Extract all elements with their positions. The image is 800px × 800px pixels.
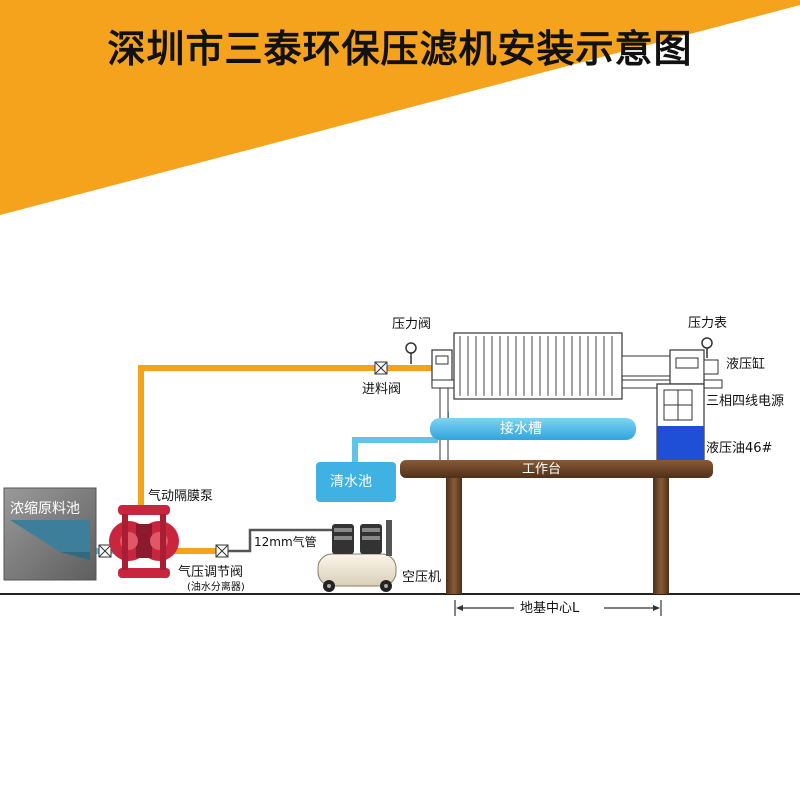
concentrated-tank — [3, 487, 97, 581]
air-pipe-label: 12mm气管 — [254, 535, 317, 549]
water-trough-label: 接水槽 — [500, 421, 542, 437]
foundation-center-label: 地基中心L — [520, 601, 580, 616]
workbench — [400, 460, 713, 594]
pressure-valve-label: 压力阀 — [392, 317, 432, 332]
feed-valve-icon — [374, 361, 388, 375]
drain-pipe — [352, 437, 438, 462]
filter-press — [431, 332, 723, 465]
clear-water-pool — [316, 462, 396, 502]
page-title: 深圳市三泰环保压滤机安装示意图 — [107, 27, 693, 71]
pressure-gauge-icon — [701, 337, 713, 358]
pressure-gauge-label: 压力表 — [688, 316, 728, 331]
foundation-dimension — [454, 600, 662, 616]
water-trough — [430, 418, 636, 440]
concentrated-tank-label: 浓缩原料池 — [10, 501, 80, 517]
feed-valve-label: 进料阀 — [362, 382, 402, 397]
pressure-valve-icon — [405, 342, 417, 364]
hydraulic-station — [656, 383, 705, 463]
oil-water-separator-label: (油水分离器) — [187, 582, 245, 593]
header-banner — [0, 0, 800, 215]
diaphragm-pump-label: 气动隔膜泵 — [148, 489, 214, 504]
air-compressor-icon — [317, 520, 397, 592]
hydraulic-oil-tank — [657, 426, 704, 462]
diaphragm-pump-icon — [109, 505, 179, 578]
air-compressor-label: 空压机 — [402, 570, 442, 585]
air-regulator-valve-icon — [215, 544, 229, 558]
feed-pipe — [138, 365, 432, 512]
hydraulic-cylinder-label: 液压缸 — [726, 357, 766, 372]
filter-plates — [459, 336, 613, 396]
suction-valve-icon — [98, 544, 112, 558]
workbench-label: 工作台 — [522, 462, 562, 477]
power-supply-label: 三相四线电源 — [706, 394, 785, 409]
hydraulic-oil-label: 液压油46# — [706, 441, 773, 456]
air-regulator-label: 气压调节阀 — [178, 565, 244, 580]
clear-water-pool-label: 清水池 — [330, 474, 372, 490]
